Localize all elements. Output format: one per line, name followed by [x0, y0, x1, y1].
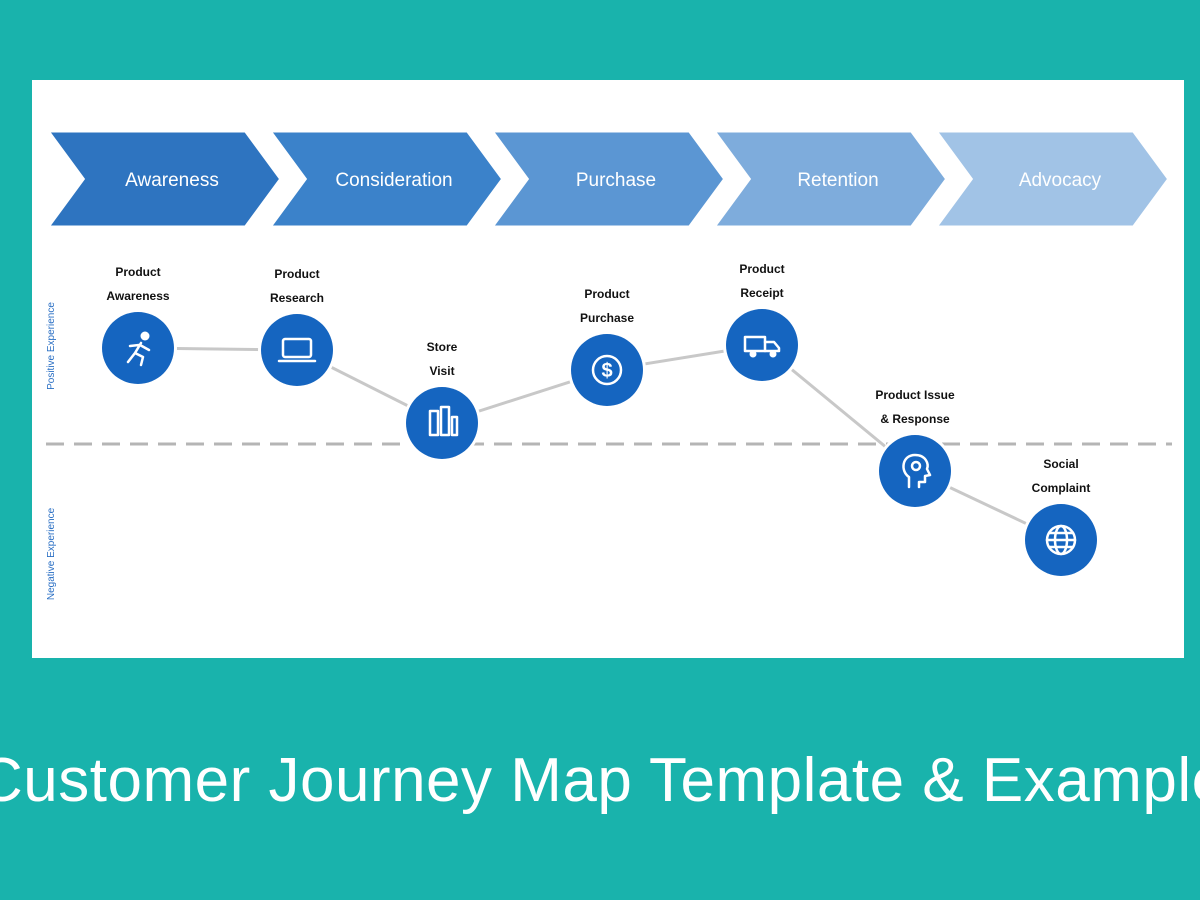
stage-chevron [929, 127, 1174, 231]
step-label: Visit [429, 364, 454, 378]
stage-consideration: Consideration [263, 127, 508, 231]
page-title: Customer Journey Map Template & Examples [0, 746, 1200, 815]
svg-text:$: $ [601, 360, 612, 382]
stage-label: Retention [797, 170, 878, 191]
step-label: & Response [880, 412, 950, 426]
step-label: Purchase [580, 311, 634, 325]
step-label: Social [1043, 457, 1078, 471]
stage-chevron [485, 127, 730, 231]
step-label: Receipt [740, 286, 783, 300]
stage-chevron [263, 127, 508, 231]
stage-chevron [41, 127, 286, 231]
stage-chevrons: Awareness Consideration Purchase Retention A… [41, 127, 1174, 231]
step-node [571, 334, 643, 406]
negative-experience-label: Negative Experience [46, 507, 57, 600]
dollar-icon: $ [591, 354, 623, 386]
step-node [726, 309, 798, 381]
laptop-icon [277, 337, 317, 363]
step-product-issue-response: Product Issue & Response [875, 388, 955, 510]
step-label: Product [274, 267, 319, 281]
stage-label: Purchase [576, 170, 656, 191]
step-label: Research [270, 291, 324, 305]
stage-awareness: Awareness [41, 127, 286, 231]
step-label: Product [584, 287, 629, 301]
store-icon [428, 405, 459, 437]
step-label: Store [427, 340, 458, 354]
stage-label: Advocacy [1019, 170, 1102, 191]
step-label: Complaint [1032, 481, 1091, 495]
head-thought-icon [902, 453, 932, 489]
delivery-truck-icon [743, 335, 781, 358]
person-running-icon [126, 331, 151, 367]
step-label: Product [739, 262, 784, 276]
stage-retention: Retention [707, 127, 952, 231]
step-node [261, 314, 333, 386]
step-label: Product Issue [875, 388, 955, 402]
stage-chevron [707, 127, 952, 231]
journey-steps: ProductAwarenessProductResearchStoreVisi… [99, 262, 1100, 579]
step-label: Product [115, 265, 160, 279]
positive-experience-label: Positive Experience [46, 302, 57, 390]
stage-purchase: Purchase [485, 127, 730, 231]
stage-label: Consideration [335, 170, 452, 191]
stage-advocacy: Advocacy [929, 127, 1174, 231]
globe-icon [1045, 524, 1077, 556]
stage-label: Awareness [125, 170, 219, 191]
step-label: Awareness [106, 289, 169, 303]
